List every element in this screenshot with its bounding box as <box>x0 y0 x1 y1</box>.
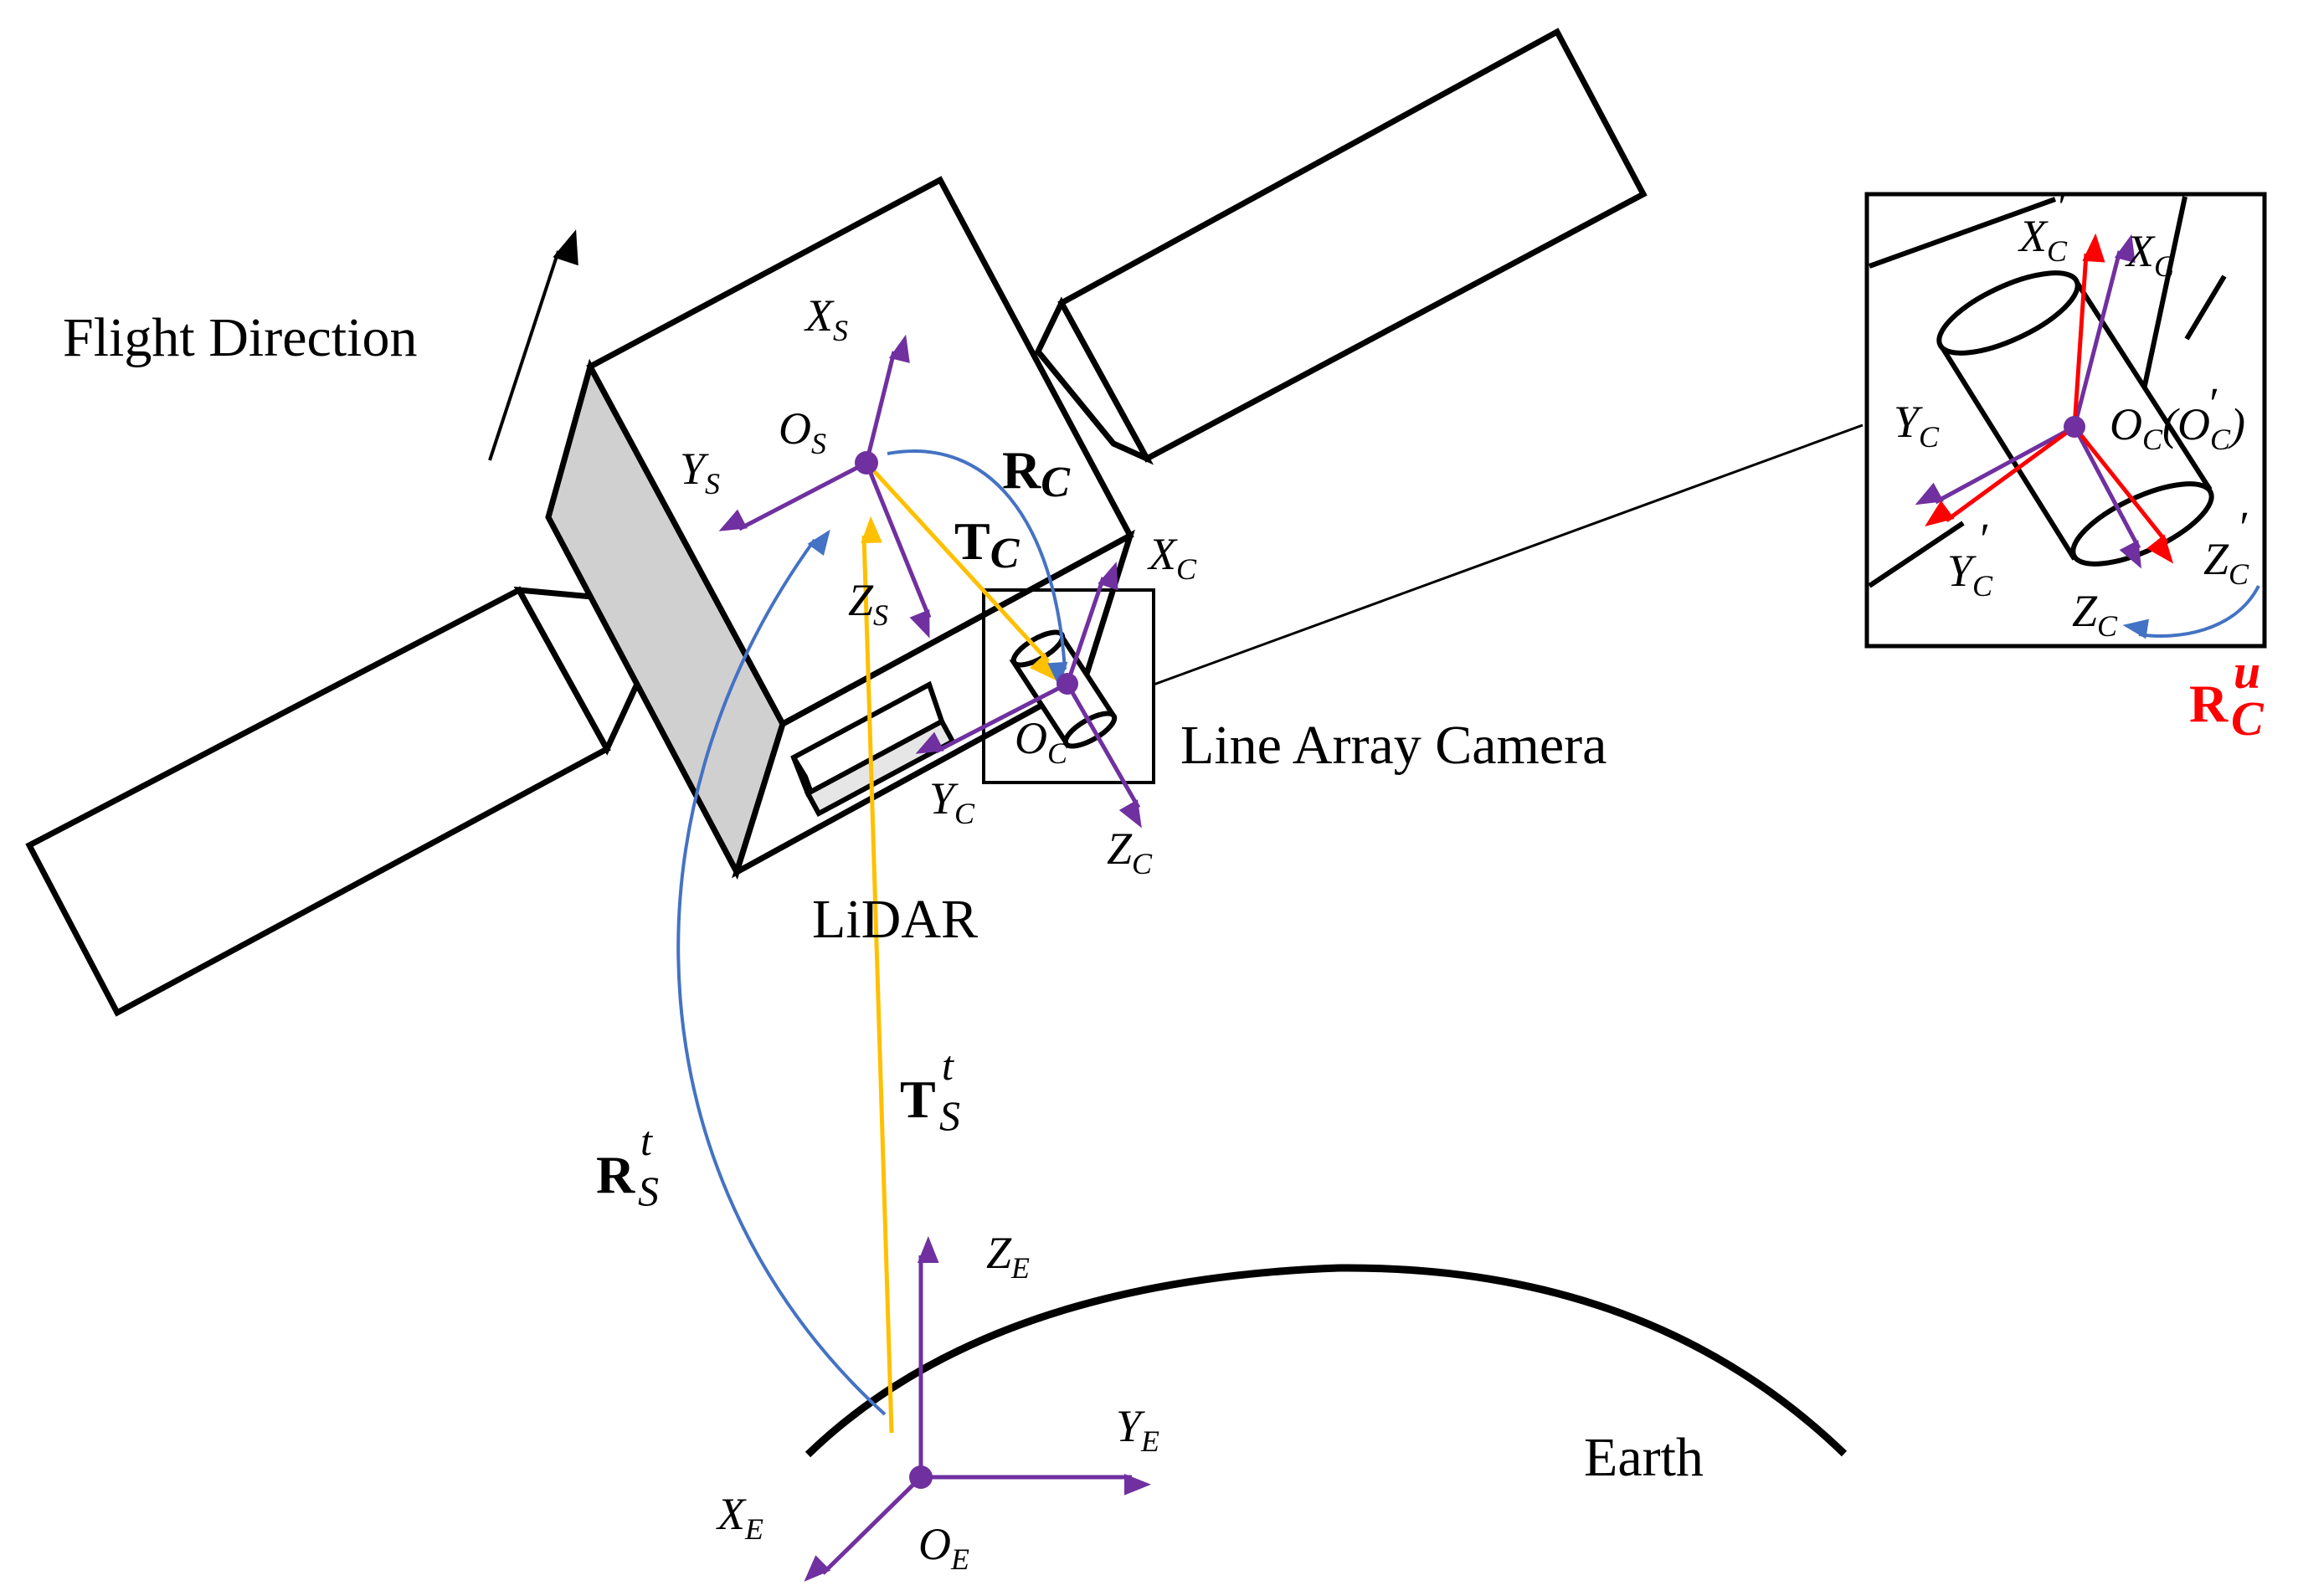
camera-origin-dot <box>1056 673 1078 695</box>
lidar-label: LiDAR <box>812 889 978 950</box>
svg-text:R: R <box>2189 674 2229 733</box>
svg-text:′: ′ <box>2055 182 2066 232</box>
solar-panel-left <box>25 586 679 1017</box>
earth-y-axis-label: YE <box>1116 1401 1159 1458</box>
svg-text:t: t <box>640 1117 653 1164</box>
solar-panel-right <box>1034 28 1648 465</box>
translation-ts-arrow <box>861 516 894 1434</box>
svg-text:S: S <box>638 1167 659 1214</box>
satellite-origin-label: OS <box>779 403 826 460</box>
svg-text:u: u <box>2234 644 2260 699</box>
svg-text:′: ′ <box>2207 378 2218 429</box>
inset-origin-label: OC(OC) ′ <box>2110 378 2245 456</box>
earth-origin-dot <box>909 1465 933 1489</box>
svg-text:XC: XC <box>2018 211 2068 268</box>
svg-text:T: T <box>900 1070 936 1129</box>
earth-axes <box>804 1235 1152 1582</box>
camera-z-axis-label: ZC <box>1107 824 1153 880</box>
earth-x-axis-label: XE <box>716 1489 763 1546</box>
earth-z-axis-label: ZE <box>986 1228 1030 1285</box>
camera-inset <box>1864 192 2267 649</box>
translation-tst-label: T t S <box>900 1042 960 1139</box>
earth-label: Earth <box>1584 1427 1704 1488</box>
svg-text:C: C <box>2231 691 2265 746</box>
rotation-rst-label: R t S <box>596 1117 659 1214</box>
lidar-sensor <box>790 680 957 818</box>
zoom-leader-line <box>1153 423 1864 686</box>
camera-zoom-box <box>982 588 1155 784</box>
svg-text:t: t <box>942 1042 954 1089</box>
satellite-origin-dot <box>855 451 878 475</box>
translation-tc-arrow <box>865 461 1056 680</box>
inset-y-prime-label: YC ′ <box>1947 514 1993 603</box>
rotation-rc-arrow <box>887 449 1068 688</box>
svg-text:ZC: ZC <box>2203 534 2249 591</box>
svg-text:′: ′ <box>2237 502 2248 552</box>
svg-text:YC: YC <box>1947 546 1993 603</box>
inset-y-label: YC <box>1894 397 1940 454</box>
flight-direction-label: Flight Direction <box>63 307 417 368</box>
earth-origin-label: OE <box>918 1519 969 1576</box>
camera-x-axis-label: XC <box>1147 529 1197 586</box>
svg-text:OC(OC): OC(OC) <box>2110 399 2245 456</box>
camera-axes <box>915 562 1142 829</box>
satellite-x-axis-label: XS <box>804 290 848 347</box>
satellite-z-axis-label: ZS <box>848 575 888 632</box>
flight-direction-arrow <box>488 229 578 461</box>
rotation-rcu-label: R u C <box>2189 644 2265 746</box>
camera-y-axis-label: YC <box>929 773 975 830</box>
line-array-camera-label: Line Array Camera <box>1180 715 1607 776</box>
satellite-axes <box>718 334 932 639</box>
inset-x-label: XC <box>2125 226 2175 283</box>
rotation-rc-label: RC <box>1002 440 1071 506</box>
svg-text:R: R <box>596 1145 635 1204</box>
rotation-rcu-arrow <box>2122 585 2260 639</box>
translation-tc-label: TC <box>954 511 1020 577</box>
inset-x-prime-label: XC ′ <box>2018 182 2068 268</box>
camera-origin-label: OC <box>1015 713 1068 770</box>
satellite-y-axis-label: YS <box>680 444 720 500</box>
svg-text:′: ′ <box>1977 514 1988 564</box>
rotation-rs-arrow <box>676 529 887 1416</box>
svg-text:S: S <box>939 1092 960 1139</box>
earth-surface <box>805 1264 1848 1458</box>
inset-z-prime-label: ZC ′ <box>2203 502 2249 591</box>
inset-z-label: ZC <box>2072 586 2118 643</box>
